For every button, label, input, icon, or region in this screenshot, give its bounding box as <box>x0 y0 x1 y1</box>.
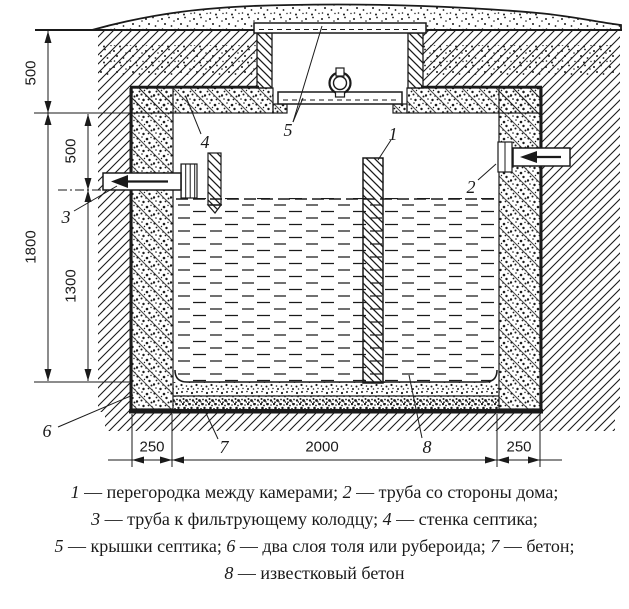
flow-arrow-icon <box>111 175 128 188</box>
dim-depth-top: 500 <box>22 60 40 86</box>
leader-lines <box>57 25 497 440</box>
legend-line-2: 3 — труба к фильтрующему колодцу; 4 — ст… <box>91 509 538 529</box>
legend-line-4: 8 — известковый бетон <box>224 563 405 583</box>
manhole <box>253 22 427 105</box>
dim-wall-left: 250 <box>139 438 165 456</box>
water <box>174 198 498 383</box>
lime-concrete-layer-8 <box>173 396 499 409</box>
callout-8-lime-concrete: 8 <box>422 437 432 457</box>
earth-mound <box>91 3 622 31</box>
tar-paper-outline <box>129 85 543 411</box>
concrete-layer-7 <box>173 382 499 396</box>
dim-water-depth: 1300 <box>62 269 80 303</box>
dim-inlet-drop: 500 <box>62 138 80 164</box>
callout-7-concrete: 7 <box>219 437 229 457</box>
outlet-pipe <box>58 163 198 199</box>
baffle <box>206 152 223 214</box>
callout-4-septic-wall: 4 <box>200 132 210 152</box>
bottom-layers <box>129 382 543 414</box>
dim-wall-right: 250 <box>506 438 532 456</box>
callout-3-filter-pipe: 3 <box>61 207 71 227</box>
dim-total-depth: 1800 <box>22 230 40 264</box>
diagram-canvas <box>34 3 622 467</box>
partition-wall <box>362 157 384 384</box>
dim-inner-width: 2000 <box>305 438 339 456</box>
vertical-dimensions <box>34 31 132 383</box>
callout-1-partition: 1 <box>388 124 398 144</box>
base-line <box>129 409 543 414</box>
callout-5-covers: 5 <box>283 120 293 140</box>
legend-line-1: 1 — перегородка между камерами; 2 — труб… <box>70 482 559 502</box>
bottom-dimensions <box>108 414 562 467</box>
callout-6-tar-layers: 6 <box>42 421 52 441</box>
inlet-pipe <box>497 141 571 173</box>
flow-arrow-icon <box>520 151 537 163</box>
soil-hatch <box>98 30 620 431</box>
lifting-ring-icon <box>328 67 352 98</box>
legend-line-3: 5 — крышки септика; 6 — два слоя толя ил… <box>54 536 575 556</box>
legend: 1 — перегородка между камерами; 2 — труб… <box>0 479 629 587</box>
top-cover <box>253 22 427 34</box>
pipe-flange <box>180 163 198 199</box>
callout-2-house-pipe: 2 <box>466 177 476 197</box>
